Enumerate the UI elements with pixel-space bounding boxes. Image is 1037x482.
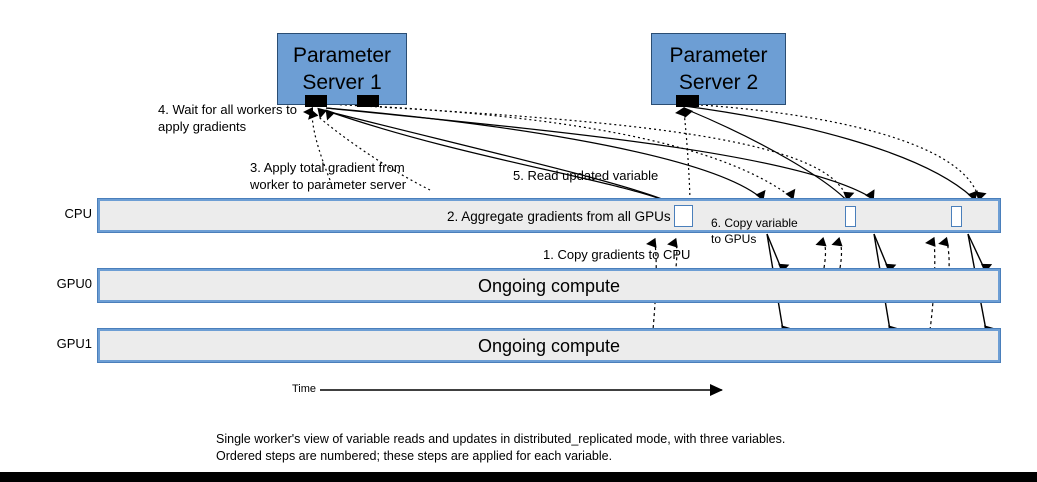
- diagram-caption-line2: Ordered steps are numbered; these steps …: [216, 449, 613, 463]
- lane-gpu1-text: Ongoing compute: [477, 336, 621, 356]
- lane-gpu1: [97, 328, 1001, 363]
- step2-label: 2. Aggregate gradients from all GPUs: [447, 209, 671, 224]
- lane-gpu0: [97, 268, 1001, 303]
- step4-label-line1: 4. Wait for all workers to: [158, 102, 297, 117]
- lane-gpu0-text: Ongoing compute: [477, 276, 621, 296]
- parameter-server-1-port-left: [305, 95, 327, 107]
- time-axis-label: Time: [292, 383, 317, 395]
- step4-label: 4. Wait for all workers to apply gradien…: [158, 101, 297, 135]
- step3-label-line1: 3. Apply total gradient from: [250, 160, 405, 175]
- step6-label: 6. Copy variable to GPUs: [711, 215, 798, 247]
- lane-label-gpu1: GPU1: [56, 336, 92, 351]
- parameter-server-1-box[interactable]: Parameter Server 1: [277, 33, 407, 105]
- cpu-variable-box-3: [951, 206, 962, 227]
- step5-read-updated-variable-dotted-curves: [329, 103, 987, 202]
- diagram-caption: Single worker's view of variable reads a…: [216, 431, 785, 465]
- bottom-border-bar: [0, 472, 1037, 482]
- step4-label-line2: apply gradients: [158, 119, 247, 134]
- parameter-server-1-line2: Server 1: [302, 71, 382, 94]
- parameter-server-1-port-right: [357, 95, 379, 107]
- parameter-server-2-line1: Parameter: [669, 44, 768, 67]
- parameter-server-2-port: [676, 95, 699, 107]
- step3-apply-gradient-curves: [317, 107, 852, 206]
- lane-label-gpu0: GPU0: [56, 276, 92, 291]
- parameter-server-1-line1: Parameter: [292, 44, 392, 67]
- diagram-caption-line1: Single worker's view of variable reads a…: [216, 432, 786, 446]
- step5-read-updated-variable-curves: [325, 105, 979, 202]
- step1-label: 1. Copy gradients to CPU: [543, 247, 691, 262]
- step3-label: 3. Apply total gradient from worker to p…: [250, 159, 406, 193]
- step5-label: 5. Read updated variable: [513, 168, 659, 183]
- cpu-variable-box-2: [845, 206, 856, 227]
- step6-label-line1: 6. Copy variable: [711, 216, 798, 230]
- parameter-server-2-line2: Server 2: [678, 71, 759, 94]
- lane-label-cpu: CPU: [64, 206, 92, 221]
- cpu-variable-box-1: [674, 205, 693, 227]
- step6-label-line2: to GPUs: [711, 232, 757, 246]
- parameter-server-2-box[interactable]: Parameter Server 2: [651, 33, 786, 105]
- step3-label-line2: worker to parameter server: [250, 177, 407, 192]
